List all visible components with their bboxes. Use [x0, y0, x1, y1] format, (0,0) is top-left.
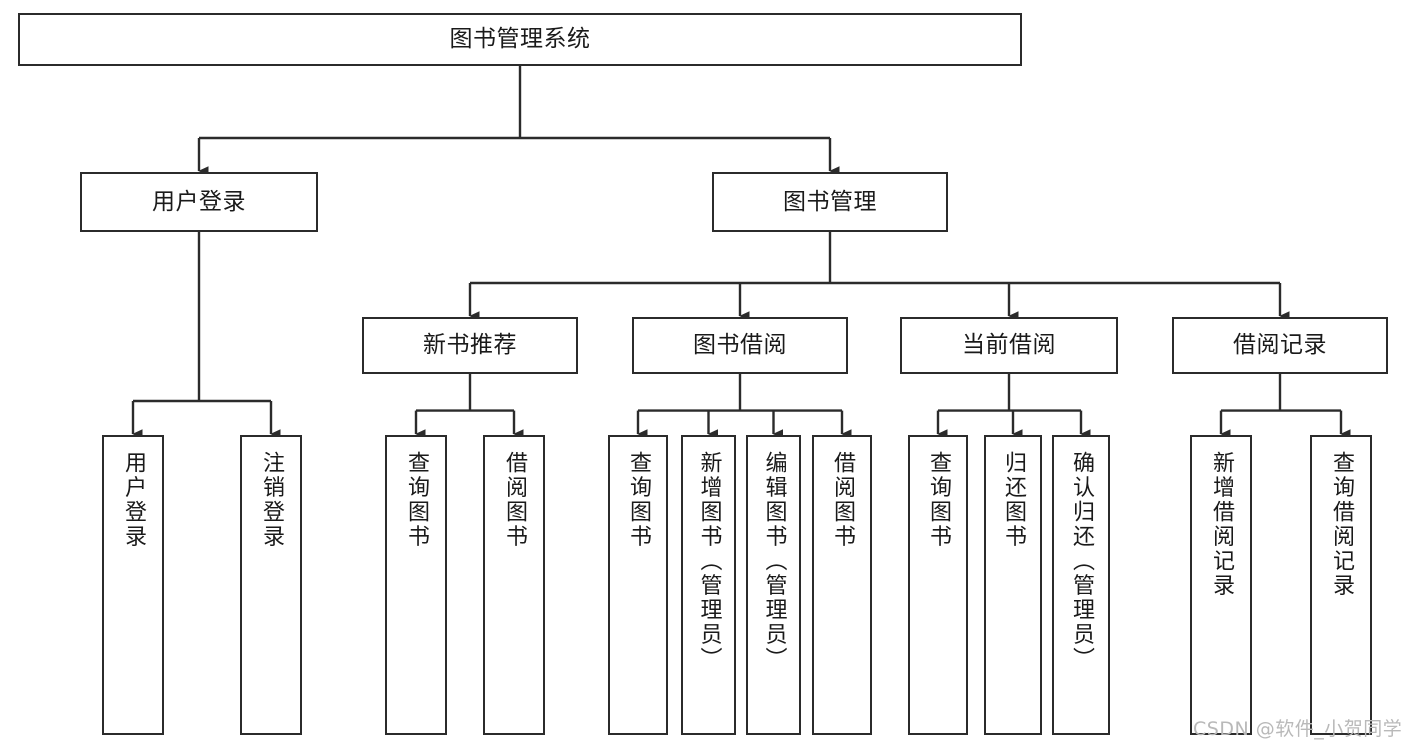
node-label: 当前借阅 [962, 332, 1056, 359]
node-label: 图书管理 [783, 188, 877, 215]
node-leaf-query-book-2[interactable]: 查询图书 [608, 435, 668, 735]
node-root[interactable]: 图书管理系统 [18, 13, 1022, 66]
node-leaf-query-record[interactable]: 查询借阅记录 [1310, 435, 1372, 735]
node-leaf-add-book[interactable]: 新增图书（管理员） [681, 435, 736, 735]
node-leaf-add-record[interactable]: 新增借阅记录 [1190, 435, 1252, 735]
node-label: 图书借阅 [693, 332, 787, 359]
node-leaf-user-login[interactable]: 用户登录 [102, 435, 164, 735]
node-label: 新书推荐 [423, 332, 517, 359]
node-current-borrow[interactable]: 当前借阅 [900, 317, 1118, 374]
node-label: 查询借阅记录 [1329, 451, 1354, 598]
node-borrow-record[interactable]: 借阅记录 [1172, 317, 1388, 374]
node-user-login[interactable]: 用户登录 [80, 172, 318, 232]
node-leaf-confirm-return[interactable]: 确认归还（管理员） [1052, 435, 1110, 735]
node-label: 用户登录 [152, 188, 246, 215]
node-leaf-user-logout[interactable]: 注销登录 [240, 435, 302, 735]
node-label: 查询图书 [626, 451, 651, 549]
node-leaf-edit-book[interactable]: 编辑图书（管理员） [746, 435, 801, 735]
node-label: 图书管理系统 [449, 26, 591, 53]
node-label: 归还图书 [1001, 451, 1026, 549]
node-label: 确认归还（管理员） [1069, 451, 1094, 672]
node-label: 新增借阅记录 [1209, 451, 1234, 598]
node-new-book-recommend[interactable]: 新书推荐 [362, 317, 578, 374]
node-label: 借阅图书 [502, 451, 527, 549]
csdn-watermark: CSDN @软件_小贺同学 [1193, 718, 1403, 740]
node-label: 新增图书（管理员） [696, 451, 722, 672]
node-label: 查询图书 [926, 451, 951, 549]
node-label: 注销登录 [259, 451, 284, 549]
node-leaf-query-book-3[interactable]: 查询图书 [908, 435, 968, 735]
node-leaf-query-book-1[interactable]: 查询图书 [385, 435, 447, 735]
node-leaf-borrow-book-1[interactable]: 借阅图书 [483, 435, 545, 735]
node-book-manage[interactable]: 图书管理 [712, 172, 948, 232]
node-leaf-return-book[interactable]: 归还图书 [984, 435, 1042, 735]
node-label: 用户登录 [121, 451, 146, 549]
node-leaf-borrow-book-2[interactable]: 借阅图书 [812, 435, 872, 735]
node-label: 借阅图书 [830, 451, 855, 549]
node-label: 查询图书 [404, 451, 429, 549]
node-book-borrow[interactable]: 图书借阅 [632, 317, 848, 374]
node-label: 编辑图书（管理员） [761, 451, 787, 672]
node-label: 借阅记录 [1233, 332, 1327, 359]
